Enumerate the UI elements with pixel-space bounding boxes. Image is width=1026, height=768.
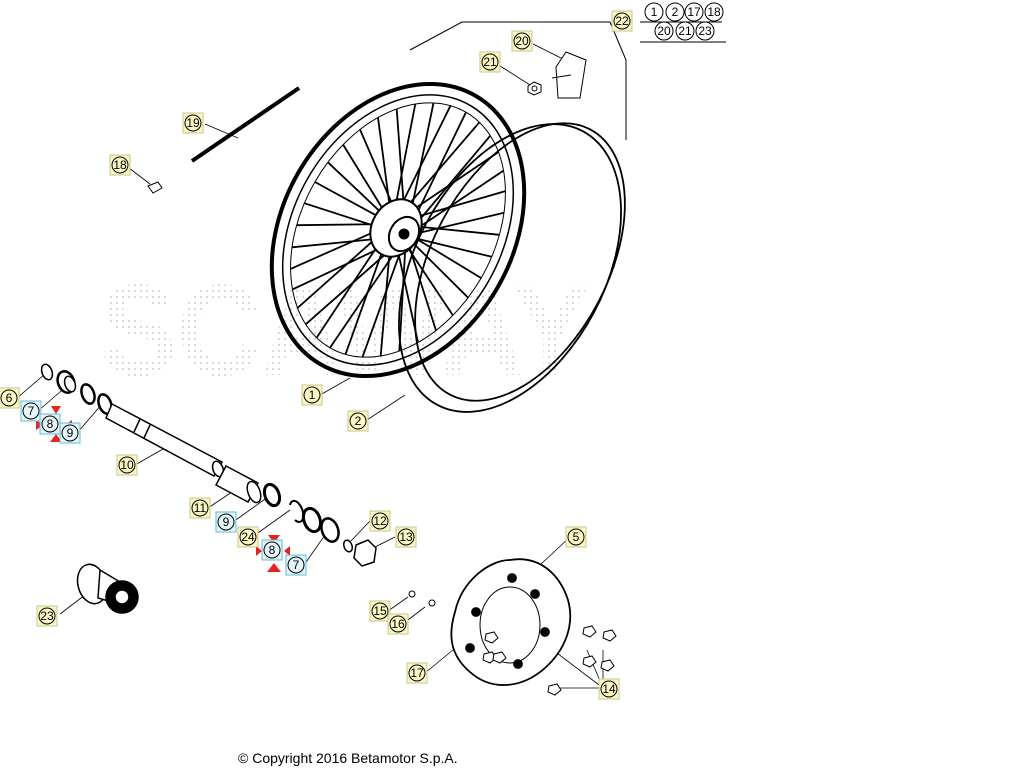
- svg-text:21: 21: [678, 24, 692, 38]
- callout-15: 15: [369, 600, 391, 622]
- brake-disc: [450, 558, 572, 686]
- svg-text:18: 18: [707, 5, 721, 19]
- svg-text:20: 20: [657, 24, 671, 38]
- callout-23: 23: [36, 605, 58, 627]
- kit-bracket: [409, 21, 726, 140]
- copyright-text: © Copyright 2016 Betamotor S.p.A.: [238, 750, 458, 766]
- kit-item-23: 23: [695, 21, 715, 41]
- svg-text:18: 18: [113, 158, 127, 172]
- svg-text:7: 7: [28, 404, 35, 418]
- svg-text:8: 8: [47, 417, 54, 431]
- svg-text:1: 1: [309, 388, 316, 402]
- kit-item-1: 1: [644, 2, 664, 22]
- svg-text:17: 17: [687, 5, 701, 19]
- callout-7: 7: [285, 554, 307, 576]
- callout-21: 21: [479, 51, 501, 73]
- sprocket-hub: [76, 563, 139, 614]
- callout-9: 9: [215, 511, 237, 533]
- callout-13: 13: [395, 526, 417, 548]
- svg-text:12: 12: [373, 514, 387, 528]
- wheel-hub: [369, 198, 423, 258]
- kit-item-20: 20: [654, 21, 674, 41]
- svg-text:21: 21: [483, 55, 497, 69]
- svg-text:13: 13: [399, 530, 413, 544]
- callout-22: 22: [611, 10, 633, 32]
- callout-10: 10: [116, 454, 138, 476]
- rim-tape-strip: [190, 86, 301, 163]
- spoke: [405, 235, 437, 331]
- spoke: [405, 235, 492, 258]
- kit-item-17: 17: [684, 2, 704, 22]
- svg-text:16: 16: [391, 617, 405, 631]
- callout-17: 17: [406, 662, 428, 684]
- svg-text:24: 24: [241, 530, 255, 544]
- callout-1: 1: [301, 384, 323, 406]
- svg-text:22: 22: [615, 14, 629, 28]
- svg-text:14: 14: [602, 682, 616, 696]
- callout-12: 12: [369, 510, 391, 532]
- callout-18: 18: [109, 154, 131, 176]
- svg-text:23: 23: [40, 609, 54, 623]
- disc-bolts: [408, 590, 617, 696]
- spoke: [405, 235, 469, 299]
- axle-assembly: [40, 363, 377, 567]
- callout-7: 7: [20, 400, 42, 422]
- svg-text:15: 15: [373, 604, 387, 618]
- wheel-rim: [269, 81, 527, 379]
- svg-text:17: 17: [410, 666, 424, 680]
- tire: [398, 122, 626, 413]
- callout-24: 24: [237, 526, 259, 548]
- callout-9: 9: [59, 422, 81, 444]
- svg-text:5: 5: [573, 530, 580, 544]
- svg-text:2: 2: [355, 414, 362, 428]
- svg-text:7: 7: [293, 558, 300, 572]
- svg-text:2: 2: [672, 5, 679, 19]
- callout-5: 5: [565, 526, 587, 548]
- valve-and-nut: [527, 51, 587, 99]
- svg-text:11: 11: [194, 501, 207, 515]
- kit-item-21: 21: [675, 21, 695, 41]
- kit-item-18: 18: [704, 2, 724, 22]
- kit-item-2: 2: [665, 2, 685, 22]
- callout-8: 8: [261, 539, 283, 561]
- watermark-text-top: SCAWAY: [100, 257, 590, 403]
- callout-2: 2: [347, 410, 369, 432]
- callout-20: 20: [511, 30, 533, 52]
- svg-text:10: 10: [120, 458, 134, 472]
- callout-6: 6: [0, 387, 20, 409]
- callout-16: 16: [387, 613, 409, 635]
- callout-19: 19: [182, 112, 204, 134]
- svg-text:19: 19: [186, 116, 200, 130]
- spoke: [398, 235, 407, 352]
- callout-11: 11: [189, 497, 211, 519]
- svg-text:6: 6: [6, 391, 13, 405]
- svg-text:20: 20: [515, 34, 529, 48]
- spoke-nipple-part: [147, 181, 163, 194]
- svg-text:8: 8: [269, 543, 276, 557]
- svg-text:1: 1: [651, 5, 658, 19]
- callout-14: 14: [598, 678, 620, 700]
- svg-text:9: 9: [223, 515, 230, 529]
- svg-text:9: 9: [67, 426, 74, 440]
- callout-8: 8: [39, 413, 61, 435]
- svg-text:23: 23: [698, 24, 712, 38]
